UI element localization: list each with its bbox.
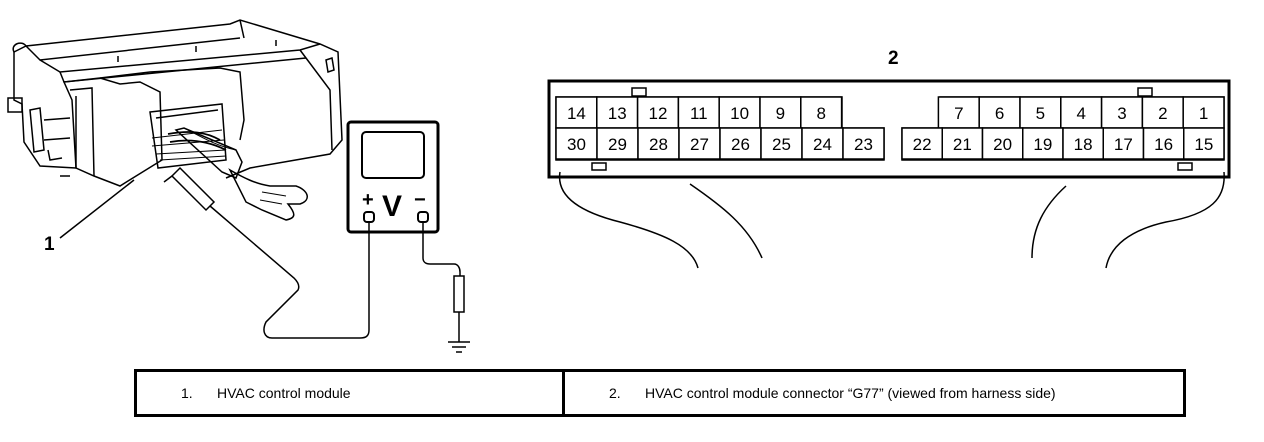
- pin-cell: [719, 127, 762, 160]
- pin-number: 2: [1158, 104, 1167, 123]
- pin-number: 22: [913, 135, 932, 154]
- pin-number: 5: [1036, 104, 1045, 123]
- pin-number: 8: [816, 104, 825, 123]
- pin-number: 23: [854, 135, 873, 154]
- meter-volt-symbol: V: [382, 190, 402, 223]
- pin-number: 19: [1033, 135, 1052, 154]
- voltmeter: + V −: [346, 120, 440, 234]
- pin-cell: [677, 96, 720, 129]
- pin-cell: [1142, 127, 1185, 160]
- pin-number: 18: [1074, 135, 1093, 154]
- pin-number: 11: [690, 104, 708, 123]
- pin-number: 28: [649, 135, 668, 154]
- pin-number: 1: [1199, 104, 1208, 123]
- pin-cell: [718, 96, 761, 129]
- pin-number: 30: [567, 135, 586, 154]
- pin-number: 13: [608, 104, 627, 123]
- pin-cell: [842, 127, 885, 160]
- legend-item-text: HVAC control module connector “G77” (vie…: [645, 385, 1056, 401]
- pin-cell: [636, 96, 680, 129]
- pin-cell: [1022, 127, 1064, 160]
- legend-item-connector: 2. HVAC control module connector “G77” (…: [565, 372, 1183, 414]
- pin-number: 6: [995, 104, 1004, 123]
- pin-number: 12: [649, 104, 668, 123]
- pin-number: 15: [1194, 135, 1213, 154]
- legend-table: 1. HVAC control module 2. HVAC control m…: [134, 369, 1186, 417]
- pin-cell: [1062, 127, 1104, 160]
- pin-cell: [901, 127, 943, 160]
- pin-cell: [555, 127, 598, 160]
- meter-negative-sign: −: [414, 189, 426, 211]
- pin-number: 9: [776, 104, 785, 123]
- negative-terminal: [417, 211, 429, 223]
- meter-positive-sign: +: [362, 189, 374, 211]
- meter-display: [361, 131, 425, 179]
- legend-item-number: 1.: [181, 385, 193, 401]
- positive-test-lead: [209, 205, 370, 339]
- legend-item-module: 1. HVAC control module: [137, 372, 565, 414]
- pin-number: 20: [993, 135, 1012, 154]
- negative-test-lead: [422, 222, 461, 276]
- pin-number: 17: [1114, 135, 1133, 154]
- ground-probe: [453, 275, 465, 313]
- pin-number: 21: [953, 135, 972, 154]
- ground-icon: [448, 341, 470, 353]
- harness-wires: [558, 171, 1225, 269]
- pin-cell: [937, 96, 980, 129]
- legend-item-text: HVAC control module: [217, 385, 351, 401]
- pin-cell: [596, 96, 639, 129]
- pin-number: 27: [690, 135, 709, 154]
- pin-cell: [981, 127, 1024, 160]
- hvac-module-illustration: [7, 19, 343, 221]
- pin-cell: [801, 127, 844, 160]
- pin-number: 25: [772, 135, 791, 154]
- legend-item-number: 2.: [609, 385, 621, 401]
- positive-terminal: [363, 211, 375, 223]
- pin-number: 7: [954, 104, 963, 123]
- callout-1-label: 1: [44, 234, 55, 255]
- pin-number: 3: [1117, 104, 1126, 123]
- pin-number: 14: [567, 104, 586, 123]
- callout-2-label: 2: [888, 48, 899, 69]
- pin-number: 24: [813, 135, 832, 154]
- pin-number: 26: [731, 135, 750, 154]
- pin-cell: [941, 127, 984, 160]
- callout-1-leader: [59, 179, 135, 239]
- pin-number: 29: [608, 135, 627, 154]
- pin-number: 10: [730, 104, 749, 123]
- pin-cell: [1183, 127, 1225, 160]
- pin-number: 4: [1076, 104, 1085, 123]
- pin-number: 16: [1154, 135, 1173, 154]
- pin-cell: [800, 96, 843, 129]
